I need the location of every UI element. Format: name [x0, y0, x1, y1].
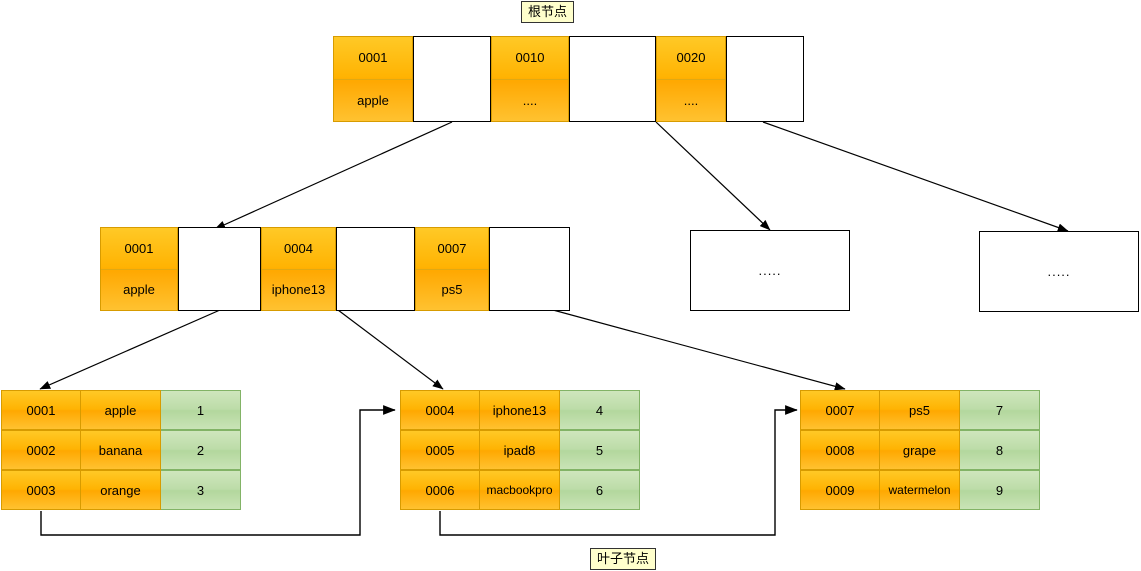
leaf-3-id-2: 0009 — [800, 470, 880, 510]
table-row[interactable]: 0007 ps5 7 — [800, 390, 1040, 430]
internal-1-key-2: 0007 — [416, 228, 488, 270]
root-key-2: 0020 — [657, 37, 725, 80]
leaf-2-id-1: 0005 — [400, 430, 480, 470]
leaf-1-value-1: 2 — [161, 430, 241, 470]
root-slot-2[interactable]: 0020 .... — [656, 36, 726, 122]
internal-node-3[interactable]: ..... — [979, 231, 1139, 312]
leaf-node-caption: 叶子节点 — [590, 548, 657, 570]
internal-1-value-2: ps5 — [441, 282, 463, 298]
table-row[interactable]: 0008 grape 8 — [800, 430, 1040, 470]
leaf-3-label-0: ps5 — [880, 390, 960, 430]
leaf-1-label-2: orange — [81, 470, 161, 510]
leaf-1-label-1: banana — [81, 430, 161, 470]
root-node[interactable]: 0001 apple 0010 .... 0020 .... — [333, 36, 804, 122]
internal-1-key-cell-1: 0004 iphone13 — [261, 227, 336, 311]
table-row[interactable]: 0005 ipad8 5 — [400, 430, 640, 470]
table-row[interactable]: 0001 apple 1 — [1, 390, 241, 430]
edge-root-to-internal-2 — [655, 121, 771, 231]
leaf-2-value-1: 5 — [560, 430, 640, 470]
leaf-3-value-0: 7 — [960, 390, 1040, 430]
internal-1-key-cell-2: 0007 ps5 — [415, 227, 489, 311]
leaf-node-1[interactable]: 0001 apple 1 0002 banana 2 0003 orange 3 — [1, 390, 241, 510]
root-key-cell-2: 0020 .... — [656, 36, 726, 122]
leaf-2-label-0: iphone13 — [480, 390, 560, 430]
edge-root-to-internal-1 — [214, 121, 453, 230]
leaf-1-value-0: 1 — [161, 390, 241, 430]
internal-1-key-1: 0004 — [262, 228, 335, 270]
leaf-1-id-1: 0002 — [1, 430, 81, 470]
leaf-3-id-0: 0007 — [800, 390, 880, 430]
root-pointer-cell-0[interactable] — [413, 36, 491, 122]
leaf-1-value-2: 3 — [161, 470, 241, 510]
table-row[interactable]: 0002 banana 2 — [1, 430, 241, 470]
internal-1-pointer-cell-0[interactable] — [178, 227, 261, 311]
leaf-3-id-1: 0008 — [800, 430, 880, 470]
leaf-3-label-2: watermelon — [880, 470, 960, 510]
leaf-1-id-0: 0001 — [1, 390, 81, 430]
leaf-2-id-2: 0006 — [400, 470, 480, 510]
leaf-2-value-0: 4 — [560, 390, 640, 430]
root-pointer-cell-2[interactable] — [726, 36, 804, 122]
internal-1-value-1: iphone13 — [271, 282, 326, 298]
root-slot-0[interactable]: 0001 apple — [333, 36, 413, 122]
internal-1-slot-2[interactable]: 0007 ps5 — [415, 227, 489, 311]
internal-1-pointer-cell-1[interactable] — [336, 227, 415, 311]
internal-1-pointer-cell-2[interactable] — [489, 227, 570, 311]
internal-1-key-cell-0: 0001 apple — [100, 227, 178, 311]
leaf-2-value-2: 6 — [560, 470, 640, 510]
root-node-caption: 根节点 — [521, 1, 575, 23]
internal-node-1[interactable]: 0001 apple 0004 iphone13 0007 ps5 — [100, 227, 570, 311]
root-pointer-cell-1[interactable] — [569, 36, 656, 122]
internal-1-slot-0[interactable]: 0001 apple — [100, 227, 178, 311]
table-row[interactable]: 0009 watermelon 9 — [800, 470, 1040, 510]
root-value-2: .... — [683, 92, 699, 108]
internal-1-value-0: apple — [123, 282, 155, 298]
edge-internal-to-leaf-2 — [337, 309, 444, 390]
leaf-3-value-1: 8 — [960, 430, 1040, 470]
root-key-cell-0: 0001 apple — [333, 36, 413, 122]
leaf-2-label-2: macbookpro — [480, 470, 560, 510]
leaf-3-label-1: grape — [880, 430, 960, 470]
internal-node-2[interactable]: ..... — [690, 230, 850, 311]
root-key-0: 0001 — [334, 37, 412, 80]
internal-1-slot-1[interactable]: 0004 iphone13 — [261, 227, 336, 311]
root-slot-1[interactable]: 0010 .... — [491, 36, 569, 122]
internal-1-key-0: 0001 — [101, 228, 177, 270]
root-value-0: apple — [357, 92, 389, 108]
edge-root-to-internal-3 — [762, 121, 1069, 232]
leaf-node-2[interactable]: 0004 iphone13 4 0005 ipad8 5 0006 macboo… — [400, 390, 640, 510]
table-row[interactable]: 0003 orange 3 — [1, 470, 241, 510]
leaf-3-value-2: 9 — [960, 470, 1040, 510]
table-row[interactable]: 0006 macbookpro 6 — [400, 470, 640, 510]
leaf-1-label-0: apple — [81, 390, 161, 430]
root-value-1: .... — [522, 92, 538, 108]
leaf-2-id-0: 0004 — [400, 390, 480, 430]
leaf-1-id-2: 0003 — [1, 470, 81, 510]
table-row[interactable]: 0004 iphone13 4 — [400, 390, 640, 430]
leaf-node-3[interactable]: 0007 ps5 7 0008 grape 8 0009 watermelon … — [800, 390, 1040, 510]
root-key-1: 0010 — [492, 37, 568, 80]
root-key-cell-1: 0010 .... — [491, 36, 569, 122]
edge-internal-to-leaf-1 — [39, 309, 221, 390]
edge-internal-to-leaf-3 — [552, 309, 846, 391]
leaf-2-label-1: ipad8 — [480, 430, 560, 470]
